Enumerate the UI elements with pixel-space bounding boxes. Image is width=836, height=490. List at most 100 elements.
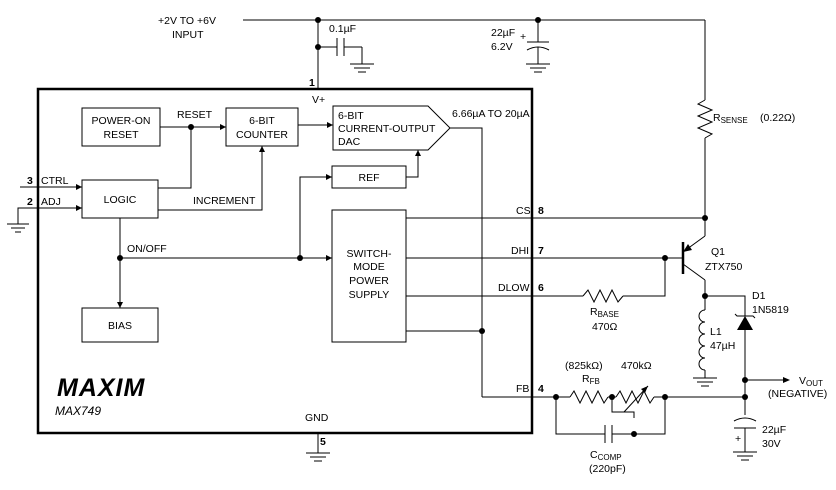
d1-diode [734, 313, 756, 330]
dac-range-label: 6.66µA TO 20µA [452, 108, 530, 120]
onoff-to-ref-wire [299, 176, 332, 258]
fb-label: FB [516, 383, 529, 395]
input-cap-value: 22µF [491, 27, 515, 39]
supply-label-line2: INPUT [172, 29, 204, 41]
dac-out-wire [450, 127, 483, 397]
dlow-label: DLOW [498, 282, 530, 294]
gnd-label: GND [305, 412, 329, 424]
ref-label: REF [359, 172, 380, 184]
rfb-potentiometer [615, 389, 655, 405]
input-cap-voltage: 6.2V [491, 41, 513, 53]
reset-signal-label: RESET [177, 109, 213, 121]
pin-number-cs: 8 [538, 205, 544, 217]
increment-wire [158, 146, 263, 211]
por-label-line2: RESET [103, 129, 139, 141]
rfb-fixed-value: (825kΩ) [565, 360, 603, 372]
rfb-label: RFB [582, 373, 600, 386]
arrow-icon [326, 174, 332, 180]
maxim-logo: MAXIM [57, 374, 146, 402]
output-cap-plus: + [735, 433, 741, 445]
smps-label-line2: MODE [353, 261, 385, 273]
counter-label-line2: COUNTER [236, 129, 288, 141]
dac-label-line3: DAC [338, 136, 361, 148]
arrow-icon [326, 255, 332, 261]
l1-ref: L1 [710, 326, 722, 338]
counter-label-line1: 6-BIT [249, 115, 275, 127]
arrow-icon [783, 377, 790, 383]
logic-block [81, 179, 159, 219]
q1-transistor [665, 218, 706, 296]
ccomp-capacitor [604, 425, 613, 443]
increment-signal-label: INCREMENT [193, 195, 256, 207]
junction-dot [742, 394, 748, 400]
arrow-icon [220, 124, 226, 130]
rsense-value: (0.22Ω) [760, 112, 795, 124]
por-label-line1: POWER-ON [92, 115, 151, 127]
smps-label-line3: POWER [349, 275, 389, 287]
onoff-signal-label: ON/OFF [127, 243, 167, 255]
rbase-resistor [582, 288, 624, 304]
ccomp-left-wire [555, 397, 605, 435]
diode-wire [705, 295, 746, 316]
output-cap-value: 22µF [762, 424, 786, 436]
dhi-label: DHI [511, 245, 529, 257]
pin-number-adj: 2 [27, 196, 33, 208]
vplus-label: V+ [312, 94, 325, 106]
pin-number-fb: 4 [538, 383, 544, 395]
arrow-icon [327, 122, 333, 128]
rbase-label: RBASE [590, 306, 619, 319]
pin-number-vplus: 1 [309, 77, 315, 89]
rfb-fixed-resistor [569, 389, 609, 405]
pin-number-ctrl: 3 [27, 175, 33, 187]
power-on-reset-block [81, 107, 161, 147]
q1-part: ZTX750 [705, 261, 743, 273]
reset-to-logic-wire [158, 127, 192, 189]
output-cap-voltage: 30V [762, 438, 781, 450]
arrow-icon [76, 205, 82, 211]
pin-number-gnd: 5 [320, 436, 326, 448]
vout-note: (NEGATIVE) [768, 388, 827, 400]
arrow-icon [415, 150, 421, 156]
arrow-icon [76, 184, 82, 190]
ctrl-label: CTRL [41, 175, 69, 187]
input-capacitor [526, 20, 550, 73]
smps-block [331, 209, 407, 343]
ccomp-right-wire [612, 397, 666, 435]
d1-part: 1N5819 [752, 304, 789, 316]
output-capacitor [733, 417, 757, 461]
bias-label: BIAS [108, 320, 132, 332]
bypass-capacitor [315, 38, 374, 73]
dac-block [332, 105, 451, 151]
dac-label-line2: CURRENT-OUTPUT [338, 123, 436, 135]
l1-inductor [698, 309, 706, 371]
ground-symbol [306, 452, 330, 462]
pin-number-dhi: 7 [538, 245, 544, 257]
ref-to-dac-wire [406, 150, 419, 178]
rsense-label: RSENSE [713, 112, 748, 125]
ground-symbol [693, 377, 717, 387]
supply-label-line1: +2V TO +6V [158, 15, 216, 27]
rsense-resistor [696, 99, 714, 139]
arrow-icon [641, 386, 648, 393]
chip-outline [36, 87, 534, 435]
cs-label: CS [516, 205, 531, 217]
logic-label: LOGIC [104, 194, 137, 206]
ground-symbol [7, 223, 29, 233]
arrow-icon [259, 146, 265, 152]
bias-block [81, 307, 159, 343]
adj-wire [17, 207, 82, 224]
ccomp-label: CCOMP [590, 449, 622, 462]
rbase-to-base-wire [623, 258, 666, 297]
adj-label: ADJ [41, 196, 61, 208]
input-cap-plus: + [520, 31, 526, 43]
rfb-pot-value: 470kΩ [621, 360, 652, 372]
counter-block [225, 107, 299, 147]
vout-label: VOUT [799, 375, 823, 388]
pot-shunt-wire [611, 397, 635, 418]
q1-ref: Q1 [711, 246, 725, 258]
chip-model: MAX749 [55, 404, 101, 418]
pin-number-dlow: 6 [538, 282, 544, 294]
rbase-value: 470Ω [592, 321, 618, 333]
dac-label-line1: 6-BIT [338, 110, 364, 122]
